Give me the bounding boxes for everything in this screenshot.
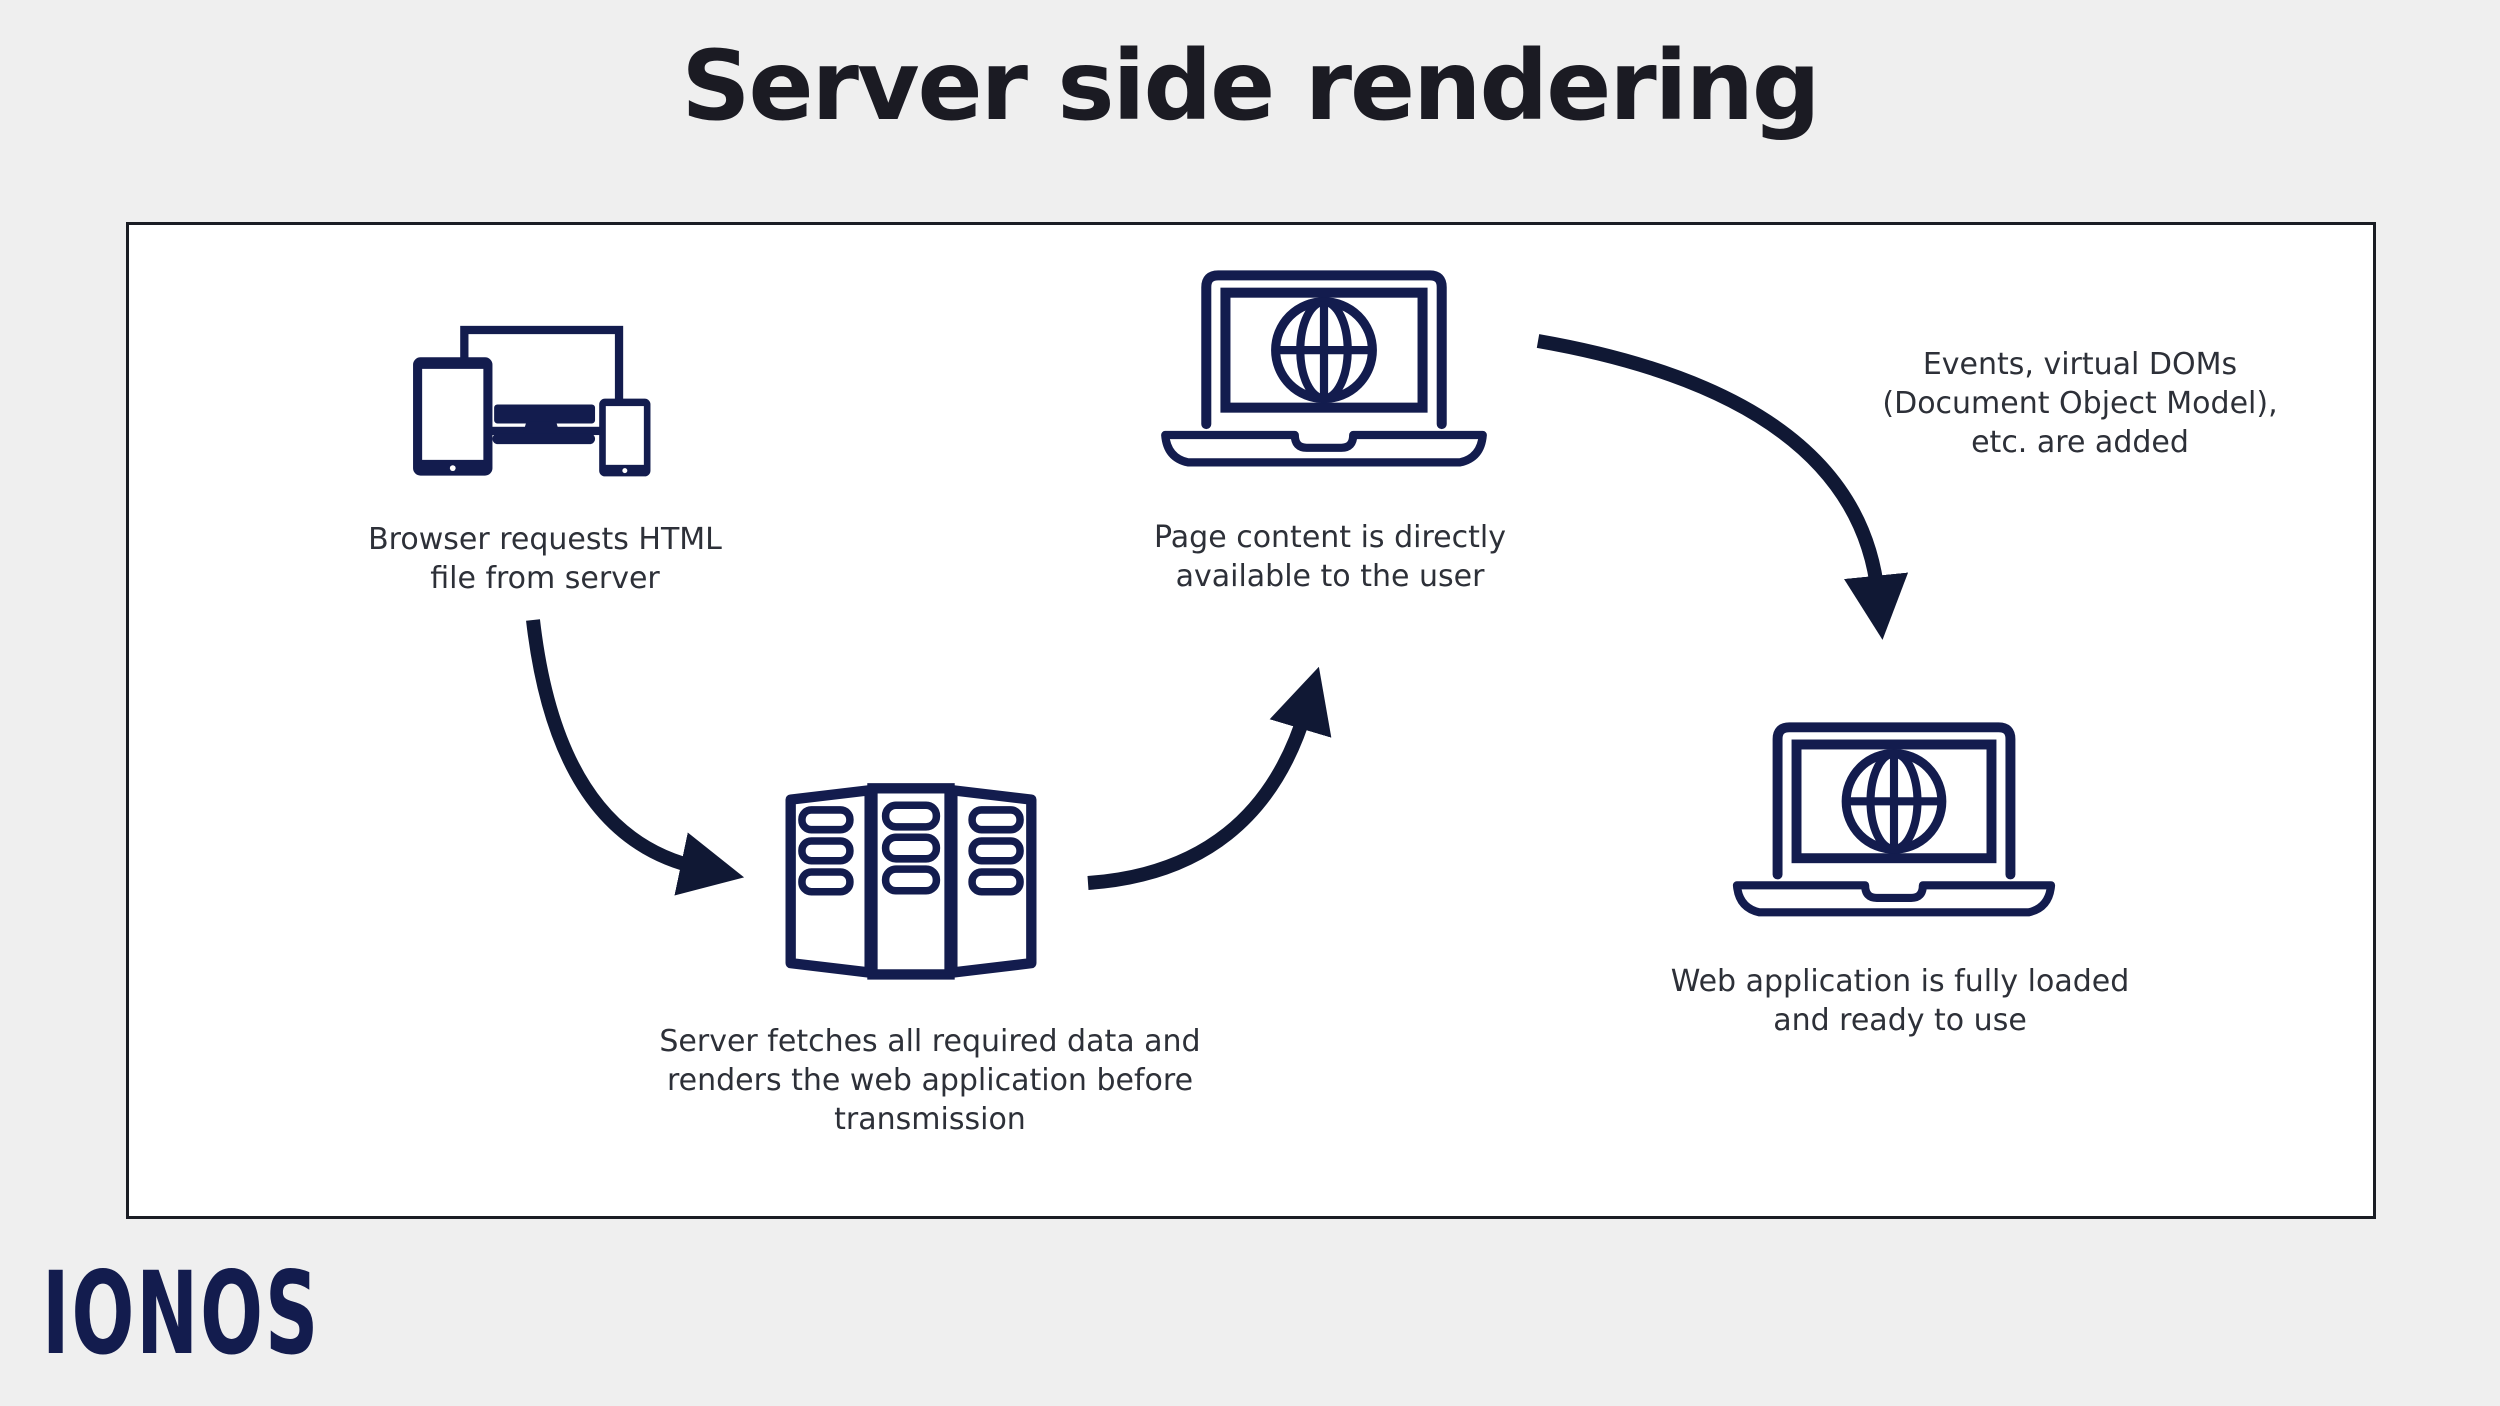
server-rack-icon — [770, 776, 1052, 983]
step-label-browser-request: Browser requests HTML file from server — [368, 522, 722, 596]
annotation-events-doms: Events, virtual DOMs (Document Object Mo… — [1882, 347, 2278, 460]
smartphone-icon — [599, 398, 651, 477]
diagram-panel — [126, 222, 2376, 1219]
arrow-server-to-laptop — [1078, 625, 1348, 910]
responsive-devices-icon — [388, 306, 678, 488]
laptop-globe-icon — [1718, 710, 2070, 927]
page-title: Server side rendering — [681, 30, 1820, 142]
globe-icon — [1271, 297, 1377, 404]
tablet-icon — [413, 357, 493, 476]
step-label-app-ready: Web application is fully loaded and read… — [1670, 964, 2130, 1038]
arrow-laptop-to-webapp — [1528, 325, 1928, 690]
laptop-globe-icon — [1146, 258, 1502, 477]
arrow-devices-to-server — [500, 598, 800, 938]
step-label-page-available: Page content is directly available to th… — [1154, 520, 1506, 594]
step-label-server-render: Server fetches all required data and ren… — [659, 1024, 1201, 1137]
ionos-logo: IONOS — [42, 1248, 321, 1381]
globe-icon — [1841, 749, 1947, 854]
